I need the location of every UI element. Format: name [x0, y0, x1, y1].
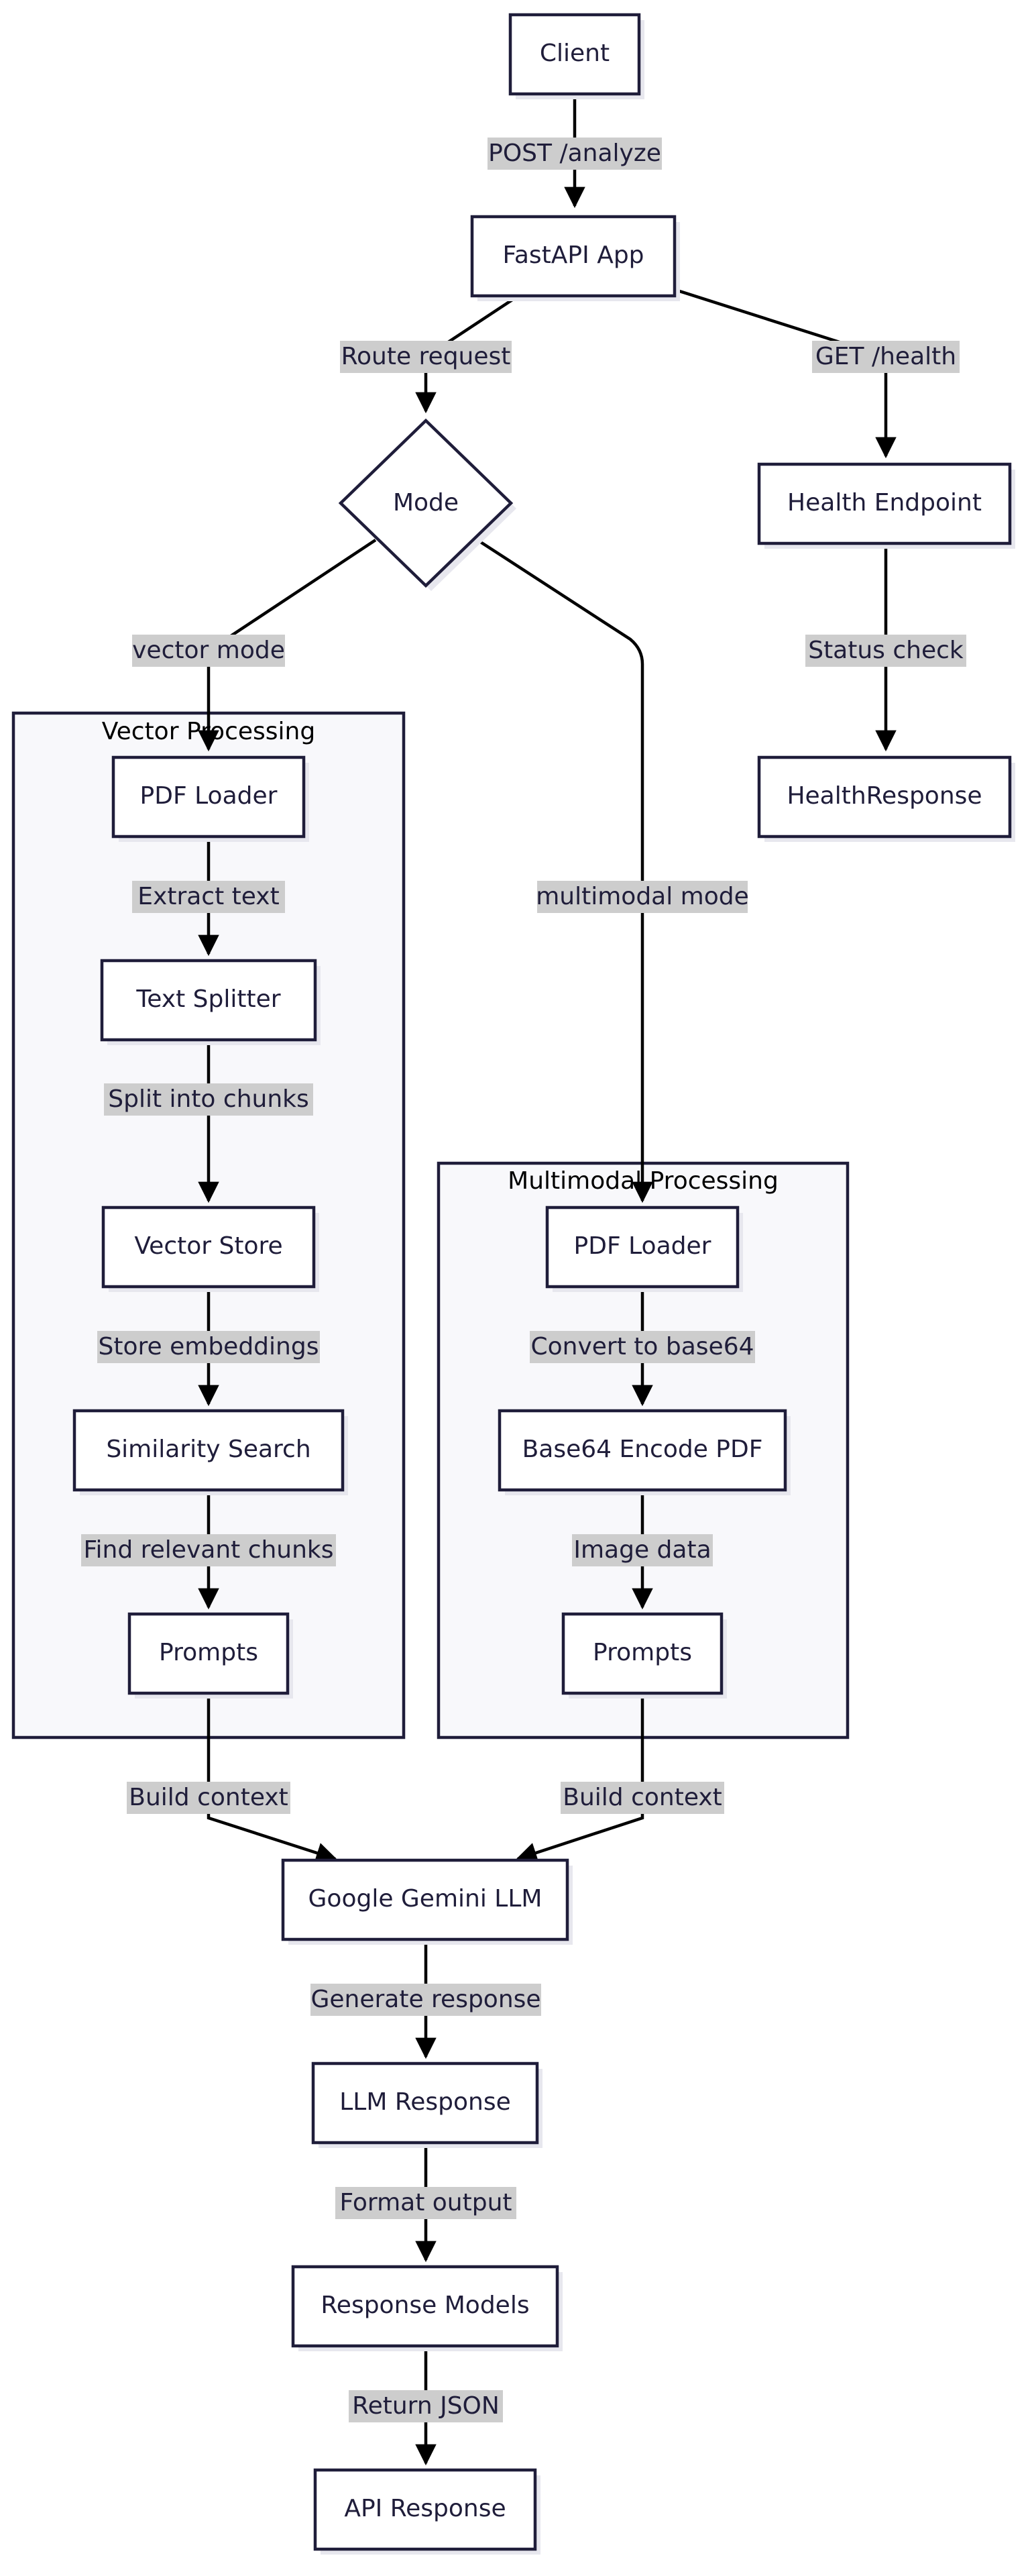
svg-text:Base64 Encode PDF: Base64 Encode PDF [522, 1436, 763, 1463]
node-base64-encode-pdf[interactable]: Base64 Encode PDF [498, 1409, 791, 1495]
edge-label-split-chunks: Split into chunks [104, 1083, 313, 1116]
svg-text:Google Gemini LLM: Google Gemini LLM [308, 1885, 542, 1913]
edge-label-status-check: Status check [805, 635, 966, 667]
edge-vectorprompts-gemini [207, 1693, 337, 1864]
edge-label-route-request: Route request [340, 341, 512, 373]
edge-label-extract-text: Extract text [132, 881, 285, 913]
node-vector-prompts[interactable]: Prompts [127, 1612, 293, 1699]
edge-fastapi-health [677, 288, 897, 459]
svg-text:Convert to base64: Convert to base64 [531, 1333, 754, 1360]
svg-text:Generate response: Generate response [310, 1986, 540, 2013]
edge-label-multimodal-mode: multimodal mode [536, 881, 749, 913]
edge-label-vector-mode: vector mode [132, 635, 285, 667]
svg-text:Text Splitter: Text Splitter [135, 985, 280, 1013]
node-vector-store[interactable]: Vector Store [101, 1205, 319, 1292]
node-client[interactable]: Client [508, 13, 644, 99]
svg-text:Mode: Mode [393, 489, 459, 517]
svg-text:FastAPI App: FastAPI App [502, 241, 644, 269]
svg-text:Format output: Format output [339, 2189, 512, 2216]
node-multimodal-prompts[interactable]: Prompts [561, 1612, 727, 1699]
svg-text:Health Endpoint: Health Endpoint [787, 489, 982, 517]
edge-label-format-output: Format output [335, 2187, 516, 2219]
edge-label-image-data: Image data [572, 1534, 713, 1566]
nodes: Client FastAPI App Mode Health Endpoint … [72, 13, 1015, 2555]
node-multimodal-pdf-loader[interactable]: PDF Loader [545, 1205, 743, 1292]
edge-mmprompts-gemini [516, 1693, 644, 1864]
edge-label-convert-base64: Convert to base64 [530, 1331, 755, 1363]
node-health-response[interactable]: HealthResponse [757, 755, 1015, 842]
svg-text:Build context: Build context [129, 1784, 288, 1811]
edge-label-return-json: Return JSON [349, 2390, 503, 2422]
svg-text:Prompts: Prompts [593, 1639, 692, 1666]
svg-text:POST /analyze: POST /analyze [488, 140, 661, 167]
svg-text:multimodal mode: multimodal mode [536, 883, 749, 910]
node-health-endpoint[interactable]: Health Endpoint [757, 462, 1015, 549]
svg-text:Split into chunks: Split into chunks [108, 1085, 309, 1113]
edge-label-build-context-mm: Build context [561, 1782, 724, 1814]
svg-text:PDF Loader: PDF Loader [140, 782, 278, 810]
svg-text:HealthResponse: HealthResponse [787, 782, 982, 810]
svg-text:Client: Client [540, 40, 610, 67]
svg-text:Store embeddings: Store embeddings [99, 1333, 319, 1360]
svg-text:Extract text: Extract text [137, 883, 279, 910]
svg-text:LLM Response: LLM Response [339, 2088, 511, 2116]
svg-text:Return JSON: Return JSON [352, 2392, 500, 2420]
svg-text:PDF Loader: PDF Loader [574, 1232, 711, 1260]
svg-text:Route request: Route request [341, 343, 511, 370]
svg-text:API Response: API Response [344, 2495, 506, 2522]
svg-text:Image data: Image data [573, 1536, 711, 1564]
node-text-splitter[interactable]: Text Splitter [100, 959, 321, 1045]
node-fastapi-app[interactable]: FastAPI App [470, 215, 680, 301]
svg-text:Find relevant chunks: Find relevant chunks [83, 1536, 333, 1564]
node-mode-decision[interactable]: Mode [338, 418, 516, 591]
edge-label-post-analyze: POST /analyze [488, 138, 662, 170]
edge-label-generate-response: Generate response [310, 1984, 541, 2016]
svg-text:Prompts: Prompts [159, 1639, 258, 1666]
edge-label-find-chunks: Find relevant chunks [81, 1534, 336, 1566]
node-api-response[interactable]: API Response [313, 2468, 540, 2555]
node-vector-pdf-loader[interactable]: PDF Loader [111, 755, 309, 842]
edge-label-get-health: GET /health [812, 341, 960, 373]
svg-text:Status check: Status check [808, 637, 964, 664]
edge-label-store-embeddings: Store embeddings [97, 1331, 320, 1363]
edge-labels: POST /analyze Route request GET /health … [81, 138, 966, 2422]
node-response-models[interactable]: Response Models [291, 2265, 563, 2351]
edge-mode-multimodal [476, 539, 653, 1203]
node-llm-response[interactable]: LLM Response [311, 2061, 542, 2148]
svg-text:GET /health: GET /health [815, 343, 956, 370]
node-similarity-search[interactable]: Similarity Search [72, 1409, 348, 1495]
svg-text:Vector Store: Vector Store [134, 1232, 282, 1260]
svg-text:Similarity Search: Similarity Search [106, 1436, 310, 1463]
svg-text:vector mode: vector mode [132, 637, 285, 664]
edge-label-build-context-vector: Build context [127, 1782, 290, 1814]
svg-text:Response Models: Response Models [321, 2292, 529, 2319]
node-google-gemini-llm[interactable]: Google Gemini LLM [281, 1858, 573, 1945]
svg-text:Build context: Build context [563, 1784, 722, 1811]
